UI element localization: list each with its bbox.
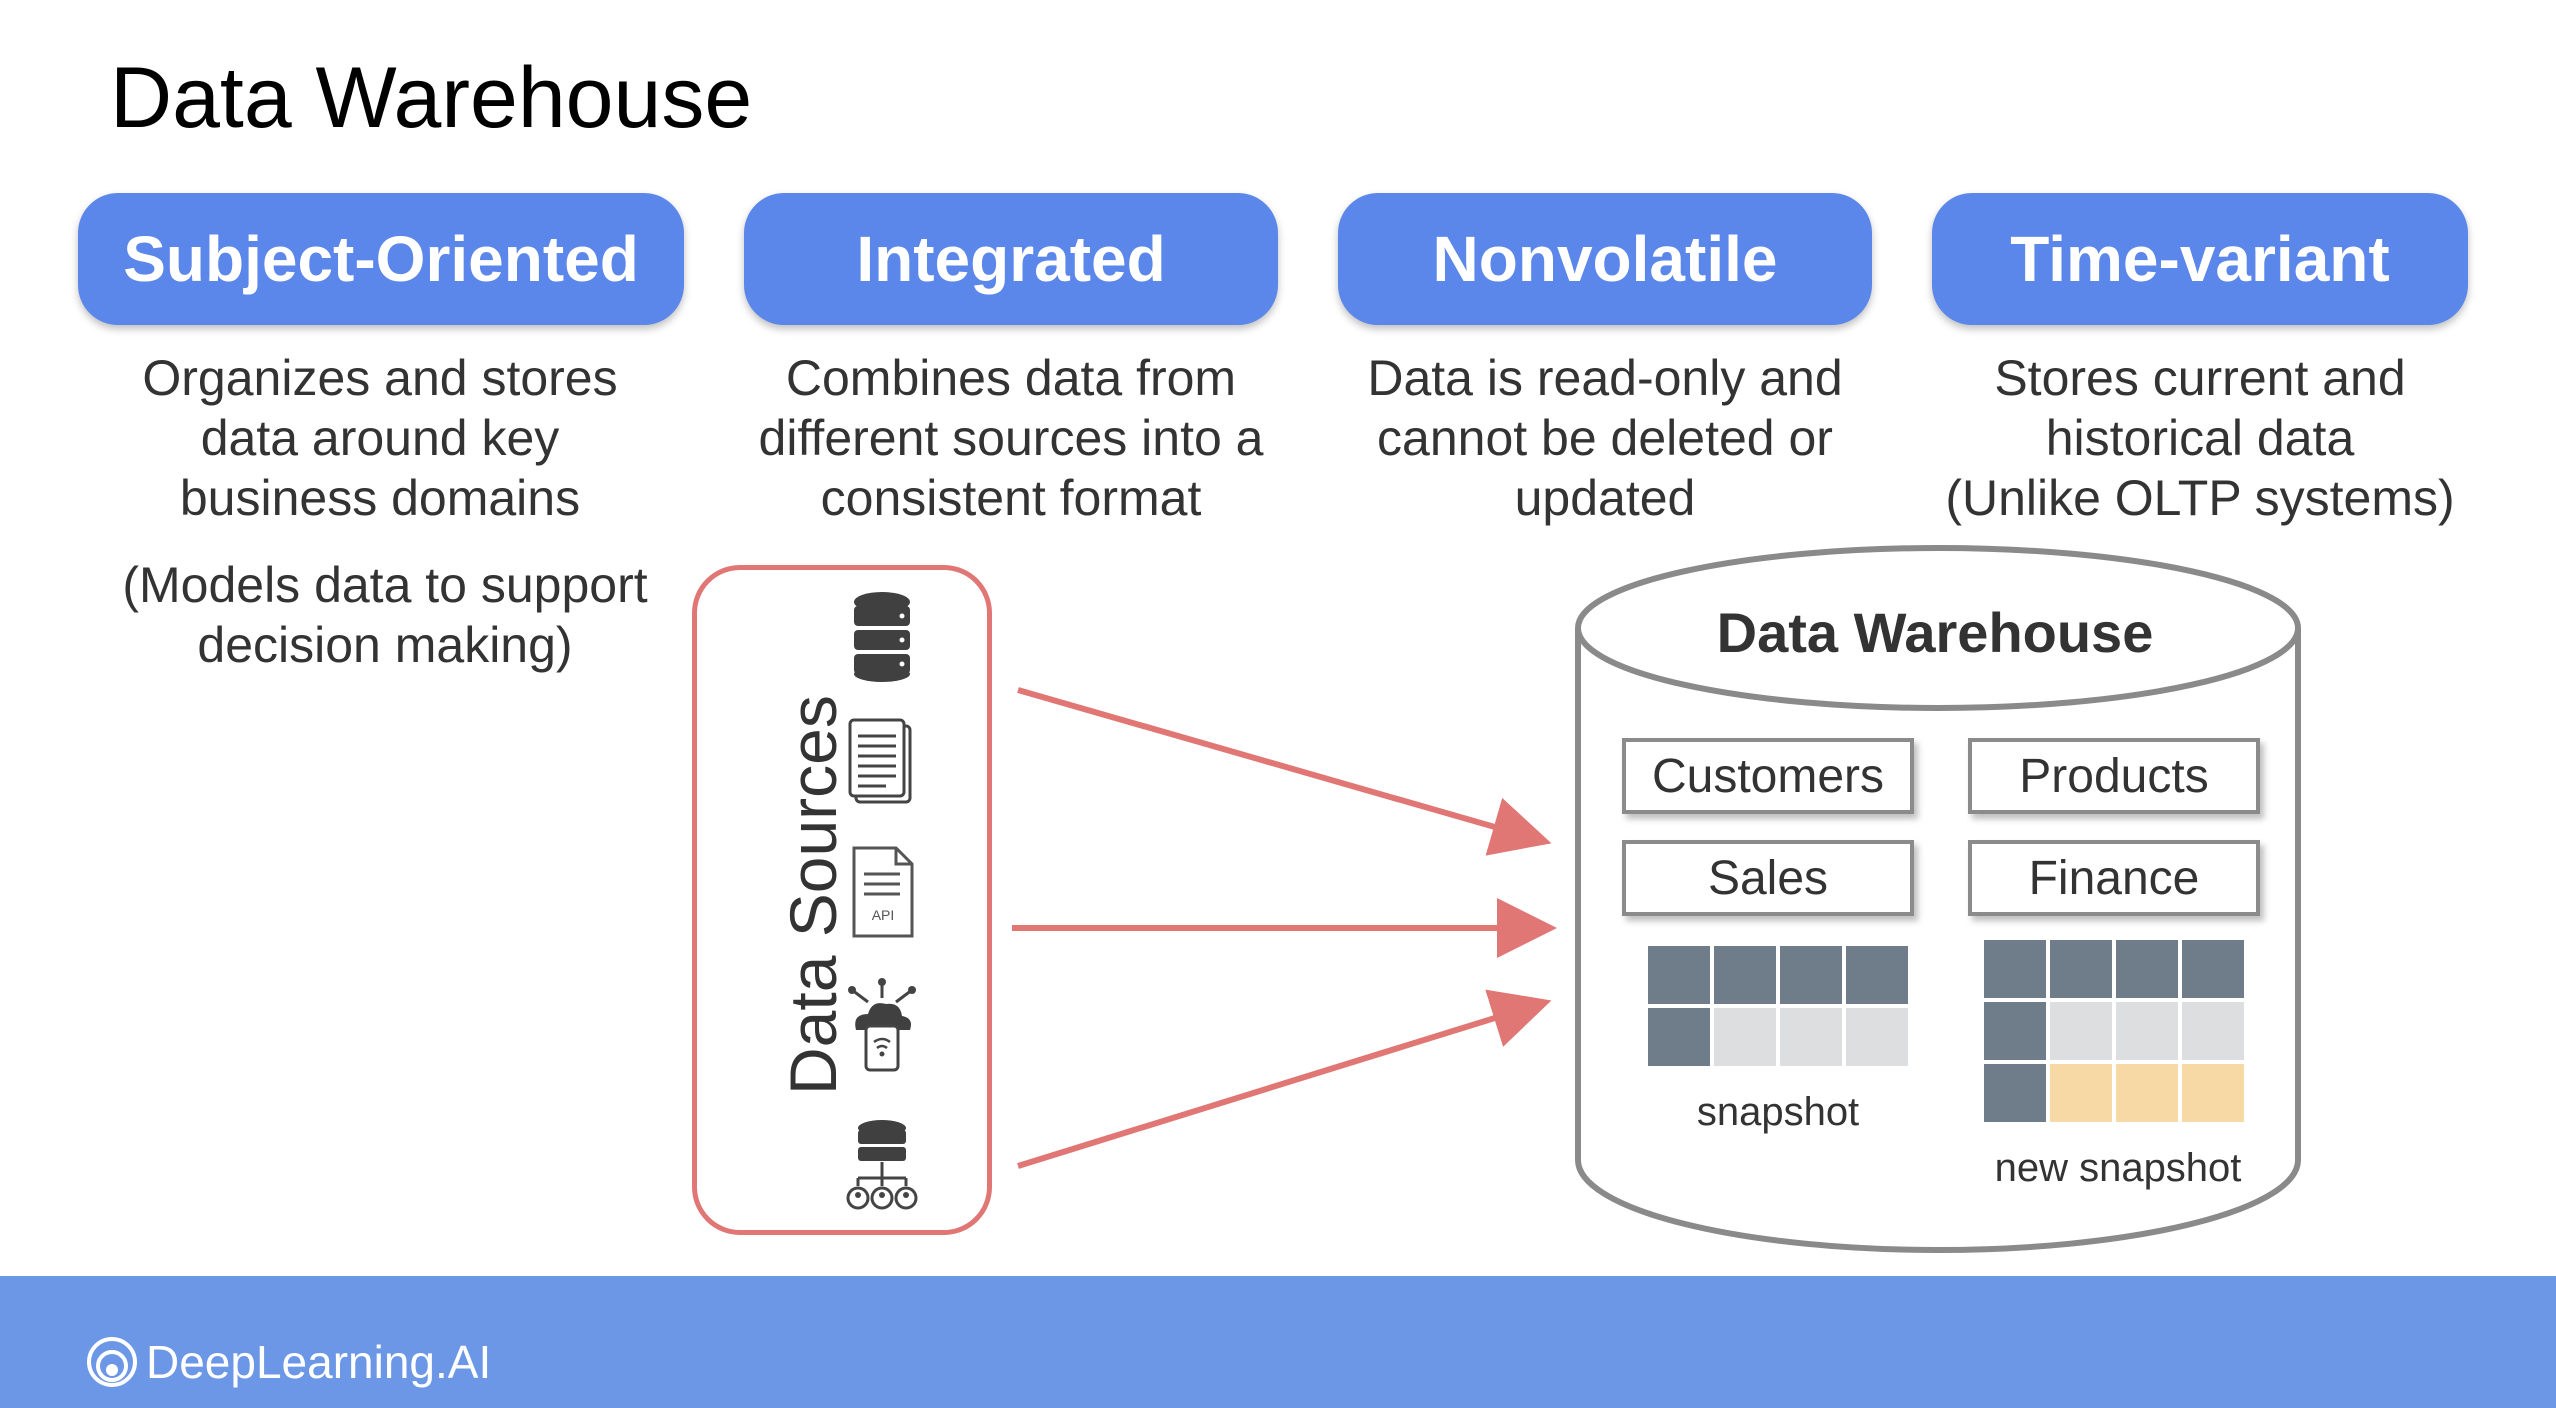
pillar-time-variant: Time-variant [1932, 193, 2468, 325]
database-icon [854, 592, 910, 682]
desc-line: cannot be deleted or [1377, 410, 1833, 466]
pillar-description-integrated: Combines data from different sources int… [711, 348, 1311, 528]
shared-database-icon [846, 1120, 918, 1210]
desc-line: (Unlike OLTP systems) [1945, 470, 2455, 526]
desc-line: updated [1514, 470, 1696, 526]
note-line: (Models data to support [122, 557, 648, 613]
warehouse-title: Data Warehouse [1716, 601, 2154, 664]
pillar-nonvolatile: Nonvolatile [1338, 193, 1872, 325]
new-snapshot-label: new snapshot [1994, 1146, 2242, 1190]
new-snapshot-grid [1984, 940, 2244, 1122]
pillar-integrated: Integrated [744, 193, 1278, 325]
brand-logo: DeepLearning.AI [86, 1335, 491, 1389]
api-text: API [872, 907, 895, 923]
grid-cell [2182, 1002, 2244, 1060]
table-finance: Finance [1968, 840, 2260, 916]
note-line: decision making) [197, 617, 573, 673]
grid-cell [1780, 946, 1842, 1004]
grid-cell [2182, 1064, 2244, 1122]
grid-cell [1846, 946, 1908, 1004]
grid-cell [2050, 940, 2112, 998]
pillar-description-time-variant: Stores current and historical data (Unli… [1880, 348, 2520, 528]
warehouse-cylinder-top [1575, 545, 2301, 711]
footer-bar [0, 1276, 2556, 1408]
grid-cell [1984, 1064, 2046, 1122]
table-sales: Sales [1622, 840, 1914, 916]
grid-cell [1846, 1008, 1908, 1066]
arrow-bottom [1017, 989, 1552, 1169]
pillar-description-nonvolatile: Data is read-only and cannot be deleted … [1305, 348, 1905, 528]
pillar-label: Time-variant [2010, 223, 2390, 295]
pillar-subject-oriented: Subject-Oriented [78, 193, 684, 325]
deeplearning-logo-icon [87, 1337, 137, 1387]
desc-line: different sources into a [758, 410, 1264, 466]
grid-cell [1984, 1002, 2046, 1060]
pillar-label: Integrated [856, 223, 1166, 295]
api-document-icon: API [852, 846, 914, 938]
cloud-iot-icon [848, 978, 916, 1072]
arrow-top [1017, 687, 1552, 856]
grid-cell [1714, 946, 1776, 1004]
grid-cell [1780, 1008, 1842, 1066]
desc-line: Organizes and stores [142, 350, 618, 406]
grid-cell [2182, 940, 2244, 998]
grid-cell [2116, 940, 2178, 998]
grid-cell [2116, 1002, 2178, 1060]
desc-line: business domains [179, 470, 581, 526]
desc-line: consistent format [820, 470, 1202, 526]
grid-cell [2050, 1064, 2112, 1122]
grid-cell [2116, 1064, 2178, 1122]
pillar-description-subject: Organizes and stores data around key bus… [60, 348, 700, 528]
brand-name: DeepLearning.AI [146, 1336, 492, 1388]
pillar-label: Subject-Oriented [123, 223, 639, 295]
subject-note: (Models data to support decision making) [90, 555, 680, 675]
table-customers: Customers [1622, 738, 1914, 814]
desc-line: data around key [200, 410, 560, 466]
desc-line: Data is read-only and [1367, 350, 1843, 406]
grid-cell [2050, 1002, 2112, 1060]
grid-cell [1648, 1008, 1710, 1066]
page-title: Data Warehouse [110, 50, 753, 146]
data-sources-box [692, 565, 992, 1235]
document-icon [848, 718, 912, 804]
grid-cell [1714, 1008, 1776, 1066]
table-products: Products [1968, 738, 2260, 814]
grid-cell [1648, 946, 1710, 1004]
desc-line: historical data [2045, 410, 2355, 466]
snapshot-label: snapshot [1696, 1090, 1860, 1134]
snapshot-grid [1648, 946, 1908, 1066]
desc-line: Combines data from [785, 350, 1237, 406]
pillar-label: Nonvolatile [1432, 223, 1778, 295]
desc-line: Stores current and [1994, 350, 2406, 406]
grid-cell [1984, 940, 2046, 998]
